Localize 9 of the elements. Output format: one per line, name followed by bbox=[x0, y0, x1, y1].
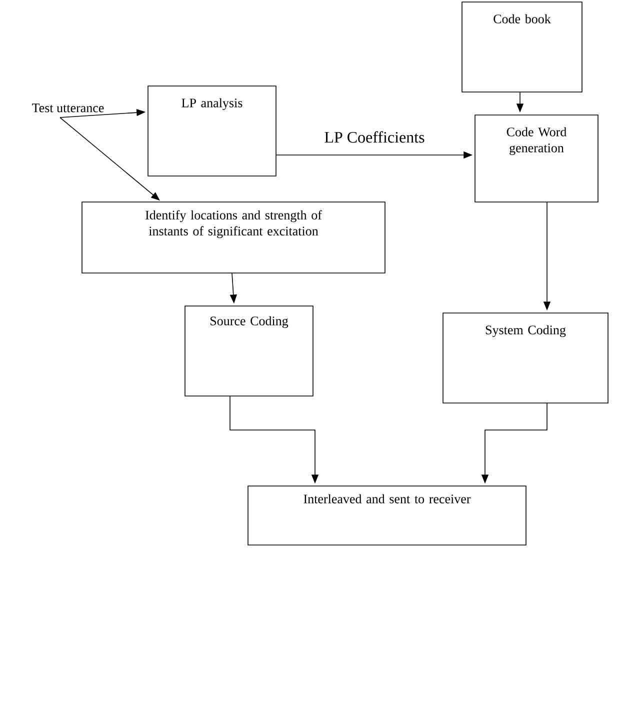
input-label: Test utterance bbox=[32, 104, 104, 112]
process-box: System Coding bbox=[442, 312, 608, 404]
process-box: Identify locations and strength of instants of significant excitation bbox=[82, 202, 386, 274]
process-box: Code book bbox=[462, 2, 582, 92]
process-box: LP analysis bbox=[148, 86, 276, 176]
edge-label: LP Coefficients bbox=[324, 131, 424, 143]
process-box: Interleaved and sent to receiver bbox=[248, 486, 526, 546]
process-box: Source Coding bbox=[184, 306, 314, 396]
process-box: Code Word generation bbox=[474, 114, 598, 202]
